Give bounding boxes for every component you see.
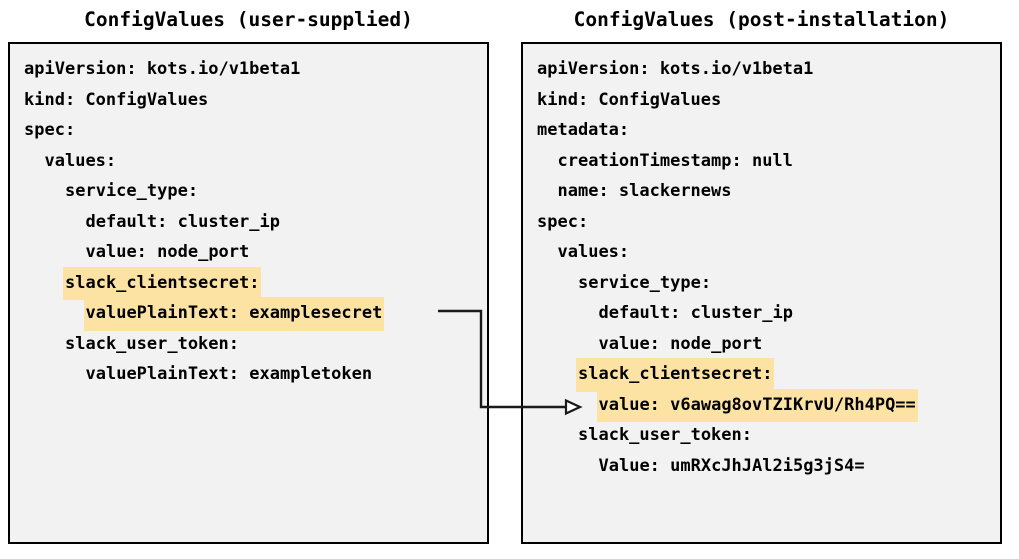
code-line: value: node_port (10, 236, 487, 267)
code-line-text: value: node_port (598, 333, 763, 354)
code-line: slack_clientsecret: (523, 358, 1000, 392)
code-line-text: apiVersion: kots.io/v1beta1 (537, 59, 814, 79)
code-line-text: service_type: (65, 181, 199, 201)
code-line-text: service_type: (578, 272, 712, 293)
code-line-text: spec: (24, 120, 76, 140)
code-line: service_type: (523, 267, 1000, 298)
code-line: value: node_port (523, 328, 1000, 359)
code-line-text: slack_clientsecret: (63, 266, 262, 300)
code-line: name: slackernews (523, 175, 1000, 206)
code-line-text: kind: ConfigValues (537, 89, 722, 110)
code-line-text: default: cluster_ip (85, 211, 280, 232)
panel-title-user-supplied: ConfigValues (user-supplied) (84, 8, 413, 31)
code-line-text: apiVersion: kots.io/v1beta1 (24, 59, 301, 79)
code-lines-post-installation: apiVersion: kots.io/v1beta1 kind: ConfigV… (523, 53, 1000, 480)
code-line-text: value: node_port (85, 242, 250, 262)
code-line: spec: (523, 206, 1000, 237)
code-line-text: slack_user_token: (65, 333, 239, 354)
code-line-text: valuePlainText: exampletoken (85, 364, 373, 384)
code-line: apiVersion: kots.io/v1beta1 (523, 53, 1000, 84)
code-line: values: (523, 236, 1000, 267)
code-line: valuePlainText: exampletoken (10, 358, 487, 389)
code-line: kind: ConfigValues (523, 84, 1000, 115)
panel-user-supplied: ConfigValues (user-supplied) apiVersion:… (0, 0, 497, 559)
panel-post-installation: ConfigValues (post-installation) apiVers… (513, 0, 1010, 559)
code-line: slack_user_token: (523, 419, 1000, 450)
code-line-text: value: v6awag8ovTZIKrvU/Rh4PQ== (596, 388, 918, 422)
code-line-text: values: (557, 242, 630, 262)
code-line-text: default: cluster_ip (598, 303, 793, 323)
code-line-text: kind: ConfigValues (24, 89, 209, 110)
code-line-text: slack_user_token: (578, 425, 752, 445)
code-line-text: metadata: (537, 120, 630, 140)
panel-title-post-installation: ConfigValues (post-installation) (573, 8, 950, 31)
code-line-text: values: (44, 150, 117, 171)
code-line: spec: (10, 114, 487, 145)
code-line: default: cluster_ip (10, 206, 487, 237)
code-line: creationTimestamp: null (523, 145, 1000, 176)
code-line-text: creationTimestamp: null (557, 150, 793, 171)
code-line-text: spec: (537, 211, 589, 232)
code-line-text: Value: umRXcJhJAl2i5g3jS4= (598, 455, 865, 476)
code-line: Value: umRXcJhJAl2i5g3jS4= (523, 450, 1000, 481)
code-line-text: valuePlainText: examplesecret (83, 297, 385, 331)
code-box-user-supplied: apiVersion: kots.io/v1beta1 kind: ConfigV… (8, 42, 489, 544)
code-line: metadata: (523, 114, 1000, 145)
code-line: default: cluster_ip (523, 297, 1000, 328)
code-box-post-installation: apiVersion: kots.io/v1beta1 kind: ConfigV… (521, 42, 1002, 544)
code-line: slack_clientsecret: (10, 266, 487, 300)
code-line: apiVersion: kots.io/v1beta1 (10, 53, 487, 84)
code-line: service_type: (10, 175, 487, 206)
code-line: valuePlainText: examplesecret (10, 297, 487, 331)
code-lines-user-supplied: apiVersion: kots.io/v1beta1 kind: ConfigV… (10, 53, 487, 389)
code-line-text: slack_clientsecret: (576, 358, 775, 392)
code-line: kind: ConfigValues (10, 84, 487, 115)
code-line-text: name: slackernews (557, 181, 732, 201)
code-line: value: v6awag8ovTZIKrvU/Rh4PQ== (523, 388, 1000, 422)
code-line: slack_user_token: (10, 328, 487, 359)
code-line: values: (10, 145, 487, 176)
